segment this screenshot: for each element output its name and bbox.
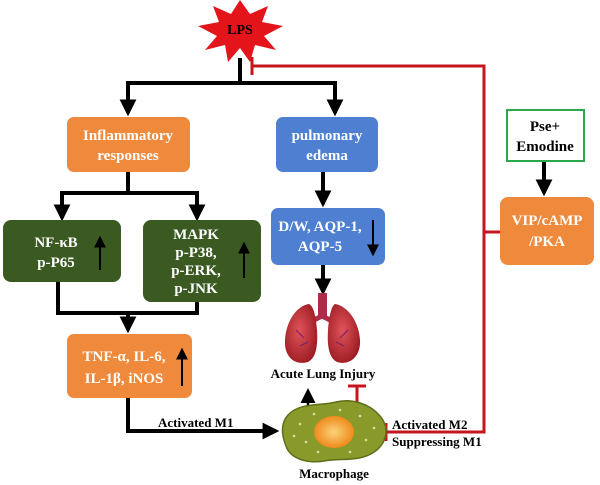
lps-label: LPS bbox=[227, 23, 253, 38]
lps-node: LPS bbox=[198, 0, 283, 62]
mapk-node: MAPK p-P38, p-ERK, p-JNK bbox=[143, 220, 261, 302]
pse-emodine-node: Pse+ Emodine bbox=[506, 109, 585, 162]
svg-text:edema: edema bbox=[306, 148, 348, 164]
svg-text:Pse+: Pse+ bbox=[530, 119, 560, 135]
activated-m2-label: Activated M2 bbox=[392, 417, 467, 432]
flow-arrows bbox=[53, 58, 553, 440]
lps-star-icon bbox=[198, 0, 283, 62]
lung-icon bbox=[284, 293, 361, 363]
svg-text:TNF-α, IL-6,: TNF-α, IL-6, bbox=[83, 349, 166, 365]
svg-text:MAPK: MAPK bbox=[173, 227, 219, 243]
svg-text:VIP/cAMP: VIP/cAMP bbox=[512, 213, 583, 229]
svg-text:IL-1β, iNOS: IL-1β, iNOS bbox=[85, 371, 164, 387]
nfkb-node: NF-κB p-P65 bbox=[3, 220, 121, 282]
svg-text:p-P65: p-P65 bbox=[37, 255, 75, 271]
vip-camp-pka-node: VIP/cAMP /PKA bbox=[500, 197, 594, 265]
svg-text:Inflammatory: Inflammatory bbox=[83, 128, 173, 144]
acute-lung-injury-label: Acute Lung Injury bbox=[271, 366, 376, 381]
svg-text:AQP-5: AQP-5 bbox=[298, 239, 342, 255]
pulmonary-edema-node: pulmonary edema bbox=[276, 117, 378, 172]
activated-m1-label: Activated M1 bbox=[158, 415, 233, 430]
svg-text:pulmonary: pulmonary bbox=[292, 128, 363, 144]
svg-text:p-P38,: p-P38, bbox=[175, 245, 217, 261]
svg-text:responses: responses bbox=[97, 148, 159, 164]
cytokines-node: TNF-α, IL-6, IL-1β, iNOS bbox=[67, 334, 192, 398]
svg-text:NF-κB: NF-κB bbox=[34, 235, 77, 251]
macrophage-cell-icon bbox=[281, 400, 387, 463]
suppressing-m1-label: Suppressing M1 bbox=[392, 434, 482, 449]
svg-text:p-JNK: p-JNK bbox=[174, 281, 218, 297]
svg-text:D/W, AQP-1,: D/W, AQP-1, bbox=[278, 219, 361, 235]
svg-text:p-ERK,: p-ERK, bbox=[171, 263, 221, 279]
inflammatory-responses-node: Inflammatory responses bbox=[67, 117, 190, 172]
aqp-node: D/W, AQP-1, AQP-5 bbox=[271, 208, 385, 265]
macrophage-label: Macrophage bbox=[299, 466, 369, 481]
svg-text:Emodine: Emodine bbox=[516, 139, 574, 155]
svg-text:/PKA: /PKA bbox=[528, 234, 565, 250]
